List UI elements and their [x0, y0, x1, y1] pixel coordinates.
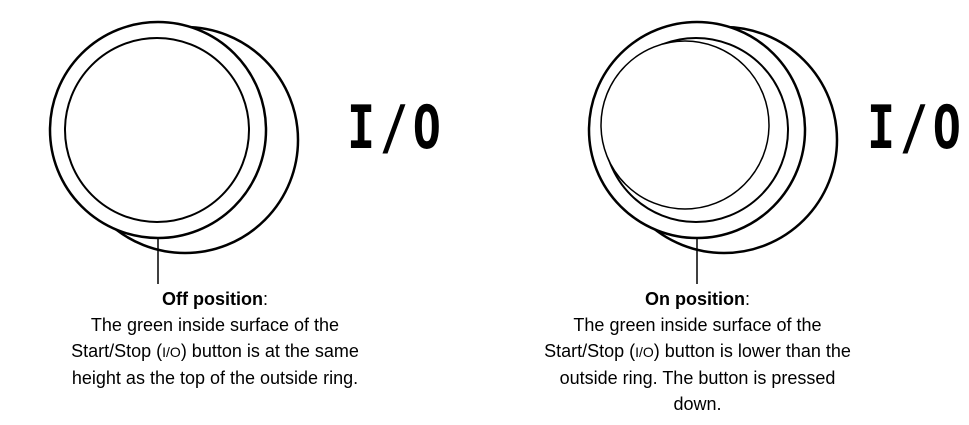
caption-line-2-post: ) button is at the same: [181, 341, 359, 361]
io-symbol: I/O: [347, 98, 446, 158]
caption-title-suffix: :: [263, 289, 268, 309]
caption-line-1: The green inside surface of the: [480, 312, 915, 338]
caption-title: On position: [645, 289, 745, 309]
caption-line-1: The green inside surface of the: [0, 312, 430, 338]
caption-line-2-post: ) button is lower than the: [654, 341, 851, 361]
on-caption: On position: The green inside surface of…: [480, 286, 915, 417]
pressed-button-surface: [601, 41, 769, 209]
caption-line-2: Start/Stop (I/O) button is at the same: [0, 338, 430, 365]
io-inline-symbol: I/O: [635, 344, 654, 360]
caption-title-suffix: :: [745, 289, 750, 309]
button-surface: [65, 38, 249, 222]
on-position-panel: I/O On position: The green inside surfac…: [480, 0, 969, 425]
caption-title-line: Off position:: [0, 286, 430, 312]
caption-line-3: outside ring. The button is pressed: [480, 365, 915, 391]
io-symbol: I/O: [867, 98, 966, 158]
caption-line-2-pre: Start/Stop (: [71, 341, 162, 361]
caption-line-3: height as the top of the outside ring.: [0, 365, 430, 391]
caption-title-line: On position:: [480, 286, 915, 312]
off-position-panel: I/O Off position: The green inside surfa…: [0, 0, 470, 425]
caption-line-2-pre: Start/Stop (: [544, 341, 635, 361]
io-inline-symbol: I/O: [162, 344, 181, 360]
off-caption: Off position: The green inside surface o…: [0, 286, 430, 391]
caption-line-2: Start/Stop (I/O) button is lower than th…: [480, 338, 915, 365]
caption-line-4: down.: [480, 391, 915, 417]
caption-title: Off position: [162, 289, 263, 309]
